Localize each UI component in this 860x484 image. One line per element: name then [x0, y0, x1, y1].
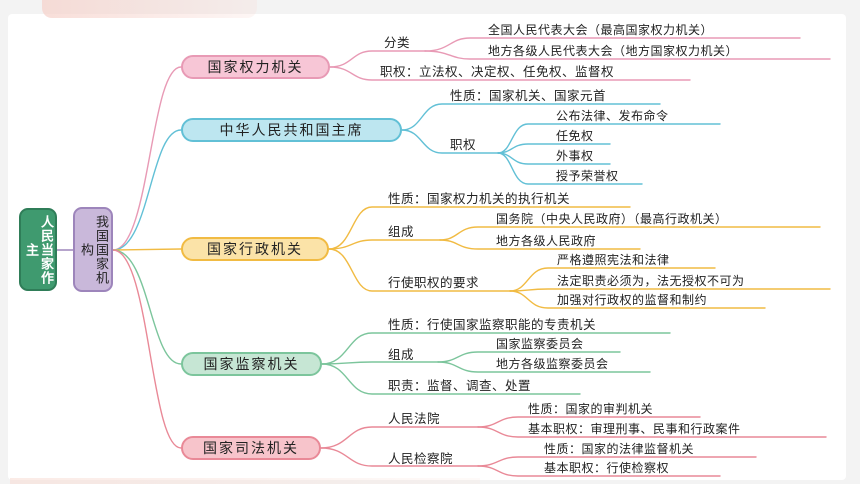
label-admin-zucheng: 组成 — [388, 224, 415, 239]
connector-sub-branch3 — [112, 248, 182, 251]
label-guojia-jianwei: 国家监察委员会 — [496, 337, 584, 351]
label-fayuan-zhiquan: 基本职权：审理刑事、民事和行政案件 — [528, 422, 741, 436]
decorative-footer-strip — [10, 478, 480, 484]
label-guowuyuan: 国务院（中央人民政府）（最高行政机关） — [496, 212, 728, 226]
label-jiaqiang: 加强对行政权的监督和制约 — [557, 293, 708, 307]
label-fayuan-xingzhi: 性质：国家的审判机关 — [528, 402, 654, 416]
label-fayuan: 人民法院 — [388, 411, 441, 426]
label-renmian: 任免权 — [556, 129, 594, 143]
label-shouyu: 授予荣誉权 — [556, 169, 619, 183]
mindmap-canvas — [8, 14, 846, 480]
root-node: 人民当家作主 — [19, 208, 57, 291]
label-waishi: 外事权 — [556, 149, 594, 163]
branch-node-judicial: 国家司法机关 — [181, 436, 321, 460]
label-difang-zhengfu: 地方各级人民政府 — [496, 234, 597, 248]
decorative-header-strip — [42, 0, 257, 18]
label-jiancha-xingzhi: 性质：行使国家监察职能的专责机关 — [388, 317, 597, 332]
label-jianchayuan: 人民检察院 — [388, 451, 454, 466]
label-quanguo-renda: 全国人民代表大会（最高国家权力机关） — [488, 23, 714, 37]
sub-node: 我国国家机构 — [73, 207, 113, 292]
label-president-xingzhi: 性质：国家机关、国家元首 — [450, 88, 607, 103]
branch-node-power: 国家权力机关 — [181, 55, 330, 79]
label-difang-jianwei: 地方各级监察委员会 — [496, 357, 609, 371]
connector-sub-branch2 — [112, 129, 182, 251]
label-jiancha-zhize: 职责：监督、调查、处置 — [388, 378, 532, 393]
label-jiancha-zucheng: 组成 — [388, 347, 415, 362]
branch-node-supervisory: 国家监察机关 — [181, 352, 322, 376]
connector-sub-branch4 — [112, 249, 182, 365]
label-admin-yaoqiu: 行使职权的要求 — [388, 275, 480, 290]
branch-node-president: 中华人民共和国主席 — [181, 118, 402, 142]
label-jianchayuan-xingzhi: 性质：国家的法律监督机关 — [544, 442, 695, 456]
connector-sub-branch5 — [112, 249, 182, 449]
label-president-zhiquan: 职权 — [450, 137, 477, 152]
label-fenlei: 分类 — [384, 35, 411, 50]
connector-sub-branch1 — [112, 66, 182, 251]
label-yange: 严格遵照宪法和法律 — [557, 253, 670, 267]
label-fading: 法定职责必须为，法无授权不可为 — [557, 274, 745, 288]
label-admin-xingzhi: 性质：国家权力机关的执行机关 — [388, 191, 571, 206]
label-gongbu: 公布法律、发布命令 — [556, 109, 669, 123]
branch-node-administrative: 国家行政机关 — [181, 237, 329, 261]
label-difang-renda: 地方各级人民代表大会（地方国家权力机关） — [488, 44, 739, 58]
label-jianchayuan-zhiquan: 基本职权：行使检察权 — [544, 461, 670, 475]
label-power-zhiquan: 职权：立法权、决定权、任免权、监督权 — [380, 64, 615, 79]
